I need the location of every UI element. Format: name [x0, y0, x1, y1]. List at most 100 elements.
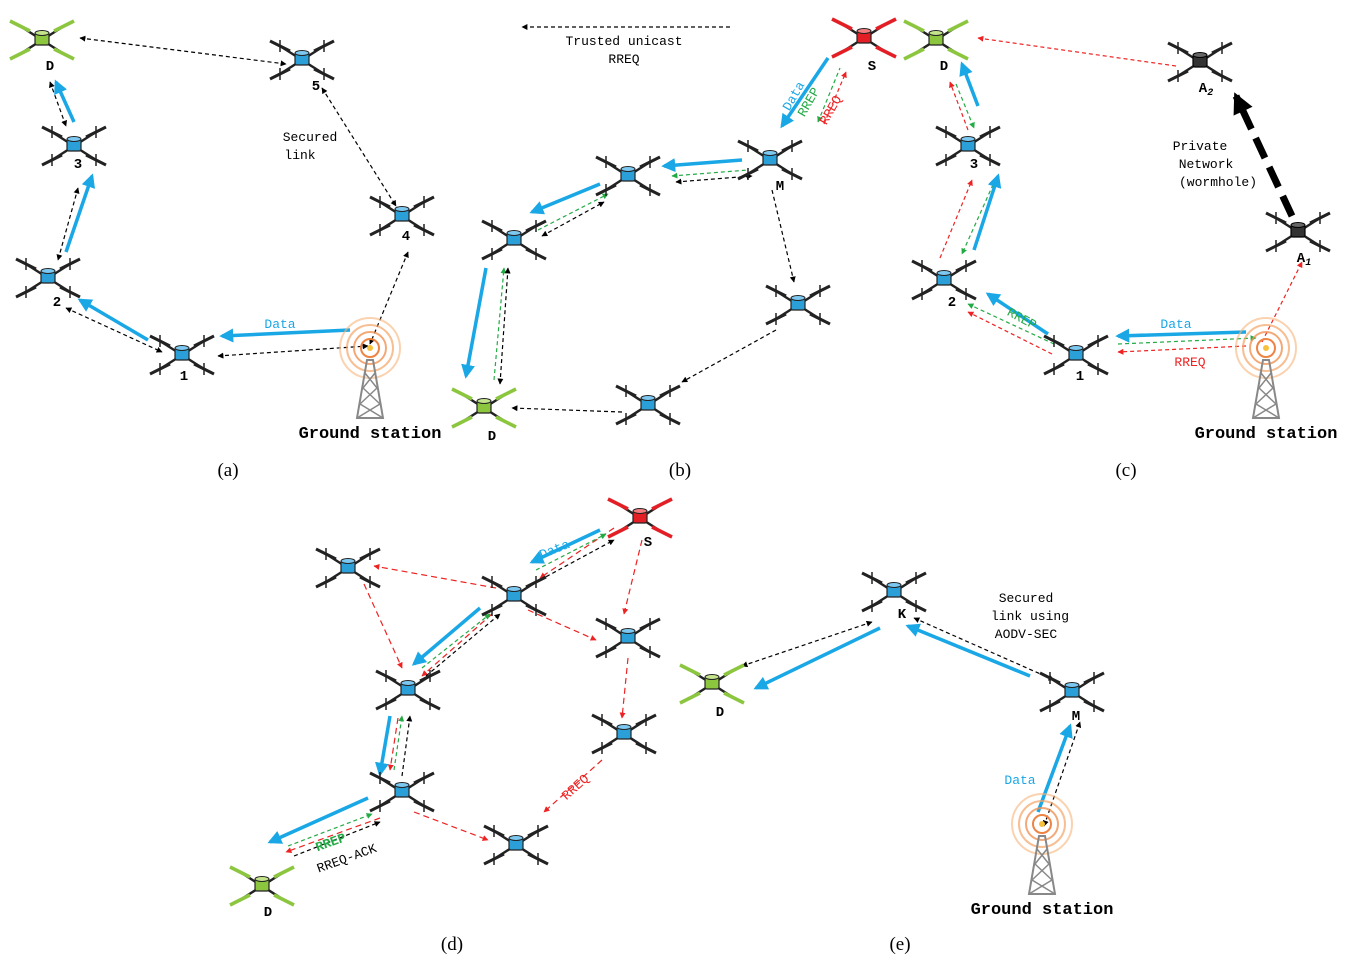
rrep-mid-hub [421, 613, 491, 669]
data-arrow-2-3 [64, 173, 95, 253]
data-2-3 [972, 173, 1002, 251]
link-4-ground [369, 251, 409, 345]
panel-e: Data Secured link using AODV-SEC K D M G… [678, 572, 1113, 955]
node-label-S: S [868, 59, 876, 75]
node-label-A1: A1 [1297, 251, 1311, 269]
panel-d: Data RREQ RREP RREQ-ACK S D (d) [228, 497, 674, 955]
link-5-4 [321, 87, 397, 207]
ground-station-label: Ground station [299, 425, 442, 444]
drone-relay-3-icon [766, 285, 830, 325]
secured-label-3: AODV-SEC [995, 627, 1058, 642]
drone-A1-icon [1266, 212, 1330, 252]
data-K-D [753, 626, 881, 690]
drone-D-icon [450, 387, 518, 429]
drone-S-icon [830, 17, 898, 59]
rreq-A2-D [977, 35, 1177, 67]
ack-low-mid [401, 715, 413, 777]
data-arrow-ground-1 [219, 328, 351, 343]
link-right-bottom [681, 329, 777, 383]
rreq-right-lower [619, 657, 629, 719]
drone-bottom-icon [484, 825, 548, 865]
data-S-M [780, 57, 830, 129]
secured-label-1: Secured [999, 591, 1054, 606]
drone-right-icon [596, 618, 660, 658]
rreq-ground-1 [1117, 345, 1247, 355]
node-label-3: 3 [970, 157, 978, 173]
drone-left-icon [316, 548, 380, 588]
drone-D-icon [902, 19, 970, 61]
node-label-1: 1 [1076, 369, 1084, 385]
rreq-hub-left [373, 564, 497, 589]
data-M-K [905, 623, 1031, 678]
rrep-3-2 [961, 177, 997, 255]
rreq-low-bottom [413, 811, 489, 841]
rrep-3-2 [537, 193, 609, 231]
data-arrow-1-2 [77, 298, 149, 342]
node-label-3: 3 [74, 157, 82, 173]
data-hub-mid [411, 606, 482, 666]
node-label-M: M [1072, 709, 1080, 725]
ground-station-icon [1011, 793, 1073, 895]
link-M-right [771, 189, 796, 283]
link-D-3 [49, 81, 67, 127]
ground-station-label: Ground station [1195, 425, 1338, 444]
drone-D-icon [8, 19, 76, 61]
data-S-hub [529, 528, 601, 564]
rrep-1-ground [1117, 335, 1257, 345]
caption-a: (a) [217, 460, 238, 481]
rreq-label: RREQ [1174, 355, 1205, 370]
rrep-low-mid [393, 715, 405, 771]
caption-e: (e) [889, 934, 910, 955]
node-label-D: D [716, 705, 724, 721]
link-1-ground [217, 343, 369, 359]
link-bottom-D [511, 405, 623, 413]
caption-c: (c) [1115, 460, 1136, 481]
rreq-1-2 [967, 311, 1053, 355]
rrep-2-1 [967, 303, 1055, 345]
data-ground-1 [1115, 328, 1247, 343]
drone-relay-4-icon [616, 385, 680, 425]
drone-M-icon [1040, 672, 1104, 712]
legend-label-line1: Trusted unicast [565, 34, 682, 49]
node-label-D: D [264, 905, 272, 921]
rrep-D-low [287, 813, 373, 847]
drone-5-icon [270, 40, 334, 80]
rreq-3-D [949, 81, 969, 131]
rreq-M-S [823, 71, 847, 125]
drone-2-icon [912, 260, 976, 300]
rreq-mid-low [387, 717, 399, 771]
data-label: Data [264, 317, 295, 332]
node-label-D: D [46, 59, 54, 75]
link-3-2 [541, 201, 605, 237]
data-label: Data [537, 537, 572, 563]
node-label-M: M [776, 179, 784, 195]
drone-relay-1-icon [596, 156, 660, 196]
ack-hub-S [539, 539, 615, 581]
drone-S-icon [606, 497, 674, 539]
node-label-S: S [644, 535, 652, 551]
drone-hub-icon [482, 576, 546, 616]
rreq-label: RREQ [559, 771, 592, 803]
drone-D-icon [228, 865, 296, 907]
panel-c: Data RREP RREQ Private Network (wormhole… [902, 19, 1338, 481]
rreq-left-mid [363, 583, 403, 669]
secured-label-1: Secured [283, 130, 338, 145]
rreq-2-3 [939, 179, 973, 259]
node-label-2: 2 [53, 295, 61, 311]
link-D-K [741, 620, 873, 668]
rrep-M-S [817, 67, 841, 123]
secured-label-2: link using [991, 609, 1069, 624]
private-label-1: Private [1173, 139, 1228, 154]
link-3-2 [56, 187, 80, 261]
data-M-2 [661, 158, 743, 173]
caption-b: (b) [669, 460, 691, 481]
wormhole-arrow [1232, 92, 1296, 218]
data-mid-low [375, 715, 392, 777]
data-ground-M [1036, 723, 1073, 813]
rreq-hub-right [527, 609, 597, 641]
node-label-K: K [898, 607, 907, 623]
data-label: Data [1004, 773, 1035, 788]
link-K-M [913, 617, 1055, 681]
drone-K-icon [862, 572, 926, 612]
